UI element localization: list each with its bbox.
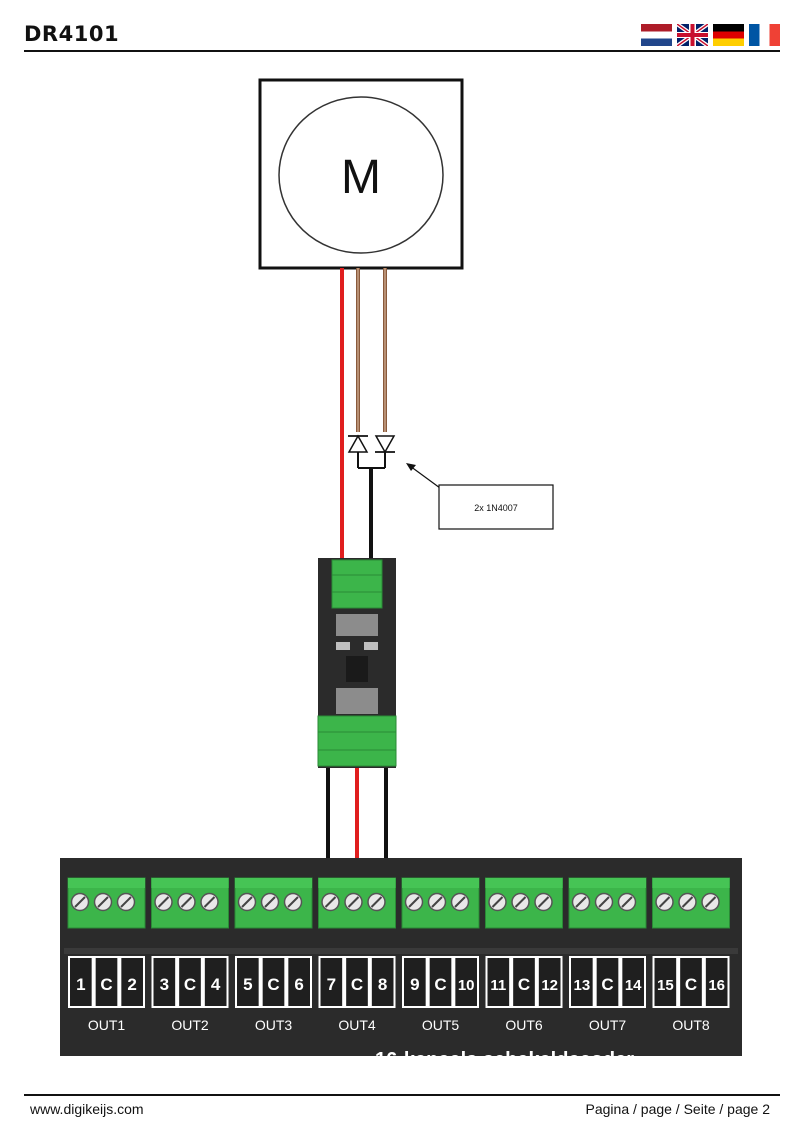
output-label: OUT2 bbox=[171, 1017, 209, 1033]
motor-label: M bbox=[341, 151, 381, 204]
diode-callout-label: 2x 1N4007 bbox=[474, 503, 518, 513]
terminal-pin-label: 16 bbox=[708, 977, 725, 994]
terminal-pin-label: 12 bbox=[541, 977, 558, 994]
terminal-pin-label: C bbox=[351, 975, 363, 994]
output-label: OUT1 bbox=[88, 1017, 126, 1033]
terminal-pin-label: 4 bbox=[211, 975, 221, 994]
terminal-pin-label: 13 bbox=[573, 977, 590, 994]
page-title: DR4101 bbox=[24, 22, 120, 46]
terminal-pin-label: 15 bbox=[657, 977, 674, 994]
relay-module bbox=[317, 558, 397, 768]
output-label: OUT8 bbox=[672, 1017, 710, 1033]
terminal-pin-label: C bbox=[100, 975, 112, 994]
output-label: OUT5 bbox=[422, 1017, 460, 1033]
terminal-pin-label: 14 bbox=[625, 977, 642, 994]
terminal-pin-label: 3 bbox=[160, 975, 169, 994]
terminal-pin-label: 2 bbox=[127, 975, 136, 994]
output-label: OUT4 bbox=[338, 1017, 376, 1033]
flag-uk-icon[interactable] bbox=[677, 24, 708, 46]
page-number: Pagina / page / Seite / page 2 bbox=[585, 1101, 770, 1117]
language-flags bbox=[641, 24, 780, 46]
diode-left-icon bbox=[347, 434, 369, 468]
terminal-pin-label: 11 bbox=[490, 977, 506, 994]
diode-callout-box bbox=[438, 484, 554, 530]
flag-fr-icon[interactable] bbox=[749, 24, 780, 46]
flag-de-icon[interactable] bbox=[713, 24, 744, 46]
output-label: OUT6 bbox=[505, 1017, 543, 1033]
terminal-pin-label: 5 bbox=[243, 975, 252, 994]
header-divider bbox=[24, 50, 780, 52]
footer-divider bbox=[24, 1094, 780, 1096]
callout-arrow bbox=[409, 465, 441, 489]
diode-right-icon bbox=[374, 435, 396, 468]
flag-nl-icon[interactable] bbox=[641, 24, 672, 46]
terminal-pin-label: C bbox=[685, 975, 697, 994]
terminal-pin-label: C bbox=[184, 975, 196, 994]
output-label: OUT3 bbox=[255, 1017, 293, 1033]
terminal-pin-label: C bbox=[434, 975, 446, 994]
terminal-pin-label: C bbox=[518, 975, 530, 994]
terminal-pin-label: C bbox=[601, 975, 613, 994]
terminal-pin-label: 10 bbox=[458, 977, 475, 994]
terminal-pin-label: C bbox=[267, 975, 279, 994]
output-label: OUT7 bbox=[589, 1017, 627, 1033]
terminal-pin-label: 6 bbox=[294, 975, 303, 994]
terminal-pin-label: 7 bbox=[327, 975, 336, 994]
terminal-pin-label: 8 bbox=[378, 975, 387, 994]
motor-circle bbox=[278, 96, 444, 254]
terminal-pin-label: 9 bbox=[410, 975, 419, 994]
terminal-pin-label: 1 bbox=[76, 975, 85, 994]
website-link[interactable]: www.digikeijs.com bbox=[30, 1101, 144, 1117]
